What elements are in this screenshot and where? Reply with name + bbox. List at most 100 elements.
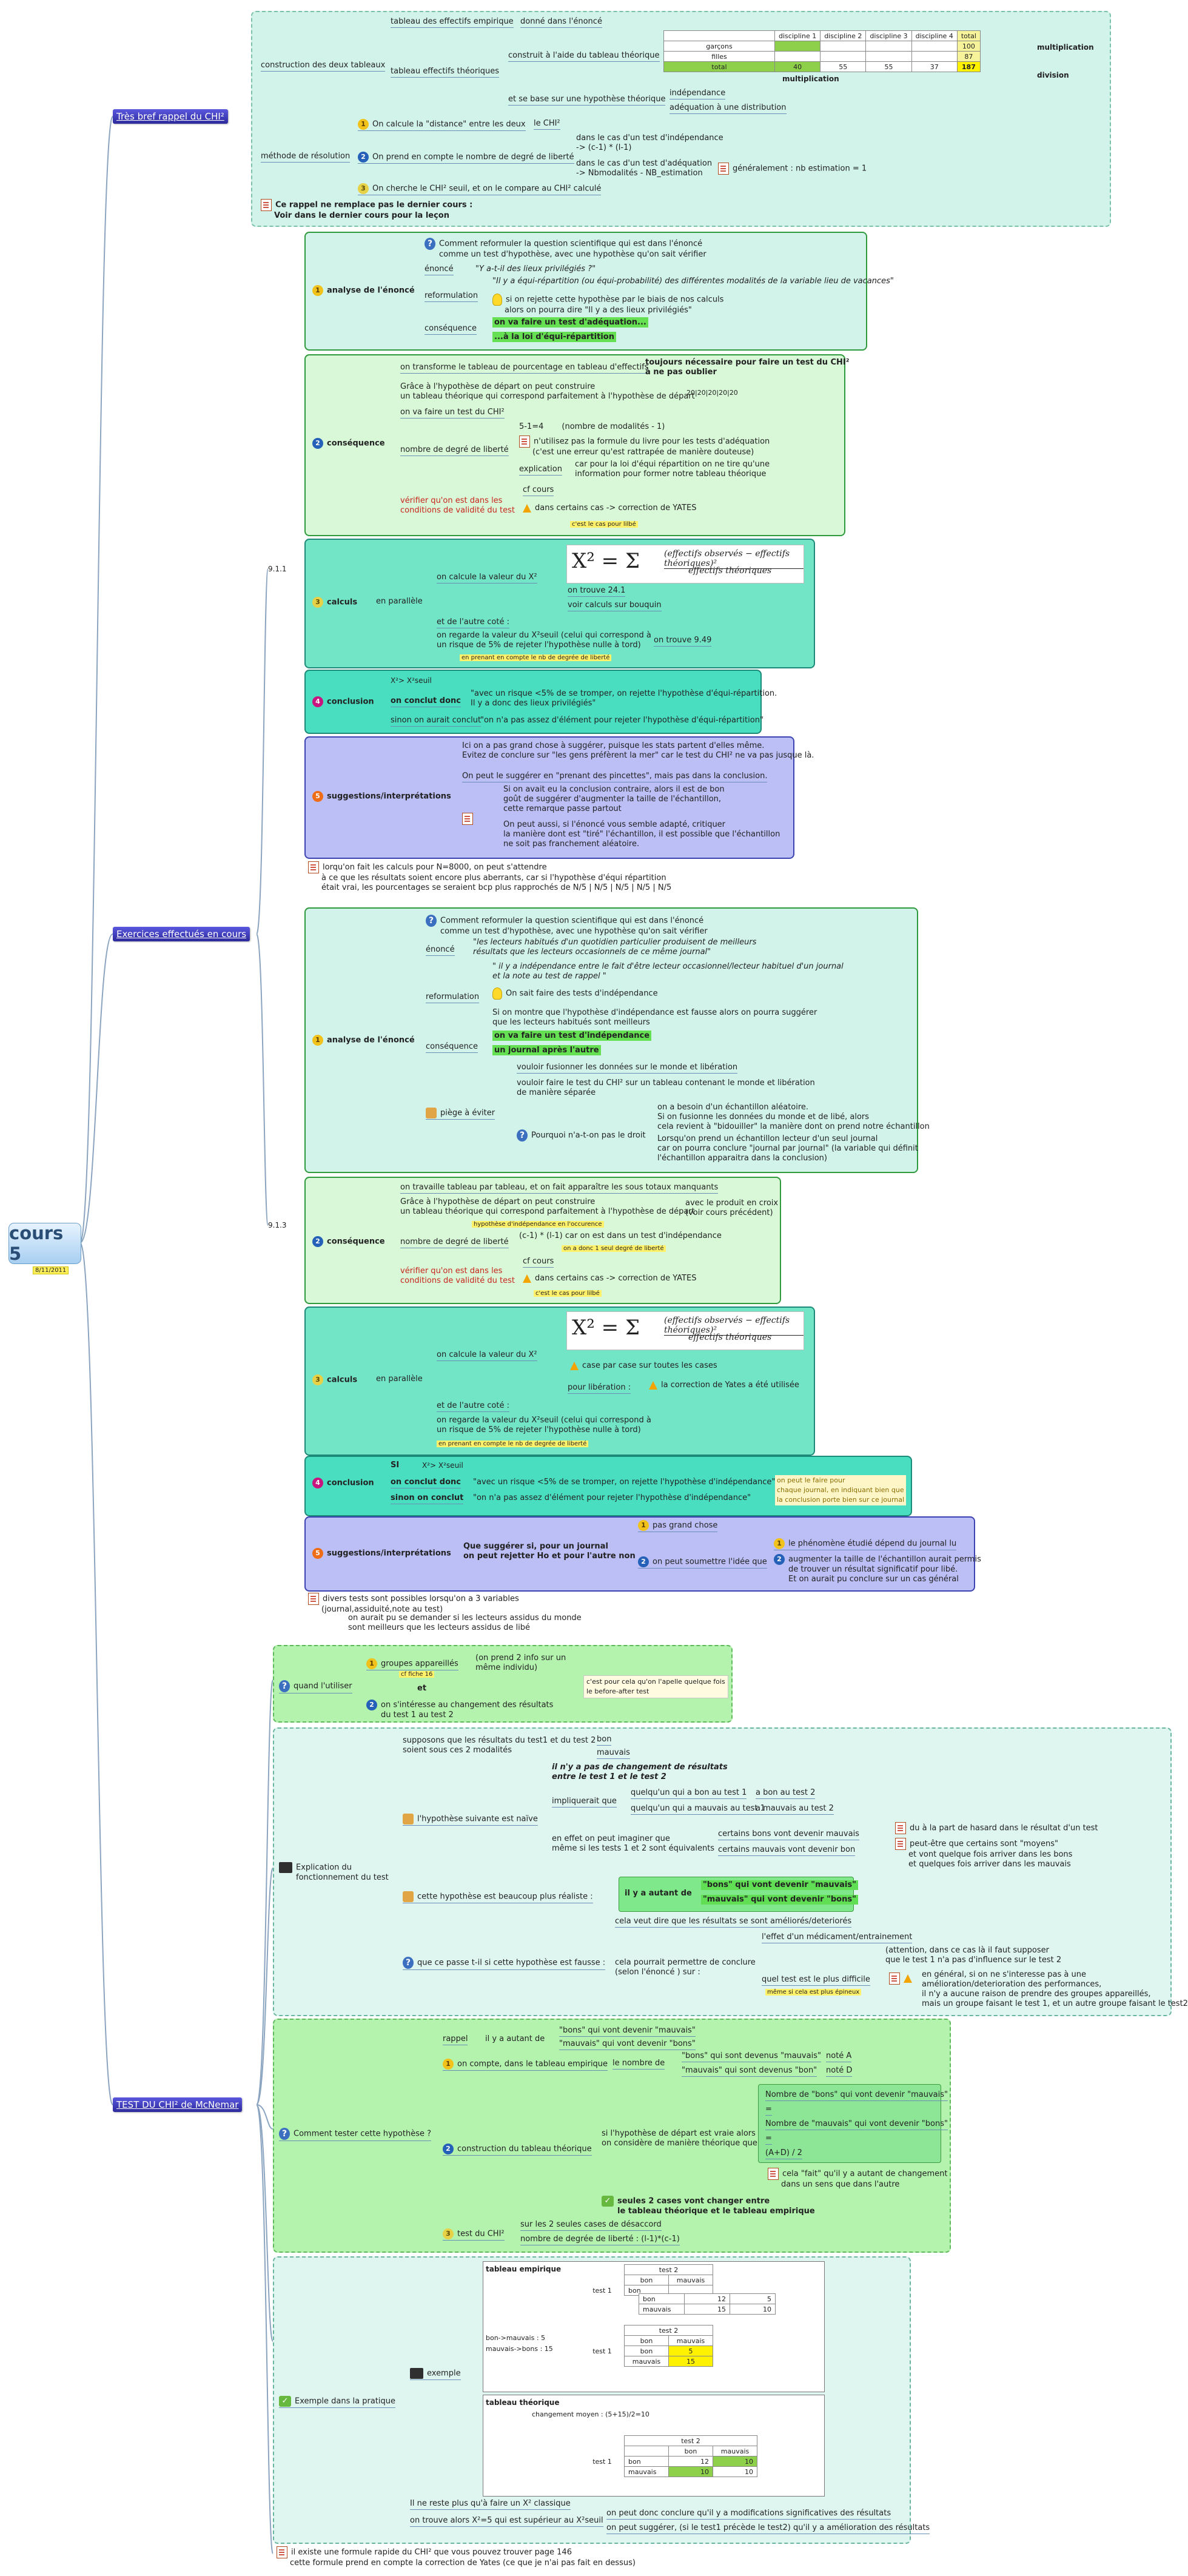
rappel-tab-emp[interactable]: tableau des effectifs empirique: [391, 17, 514, 28]
mc-how[interactable]: ?Comment tester cette hypothèse ?: [279, 2128, 432, 2141]
ex1-analyse-q: ?Comment reformuler la question scientif…: [425, 238, 706, 260]
ex2-reform[interactable]: reformulation: [426, 992, 480, 1003]
ex1-c5c: cf cours: [523, 485, 554, 496]
ex1-concl-c[interactable]: sinon on aurait conclut: [391, 716, 482, 727]
section-mcnemar[interactable]: TEST DU CHI² de McNemar: [113, 2097, 243, 2112]
ex1-conseq[interactable]: conséquence: [425, 324, 477, 335]
question-icon: ?: [517, 1129, 528, 1142]
ex2-c2[interactable]: Grâce à l'hypothèse de départ on peut co…: [400, 1197, 695, 1216]
mc-e4[interactable]: ?que ce passe t-il si cette hypothèse es…: [403, 1957, 606, 1970]
mc-x2[interactable]: on trouve alors X²=5 qui est supérieur a…: [410, 2516, 603, 2527]
ex2-calc3[interactable]: on regarde la valeur du X²seuil (celui q…: [437, 1416, 651, 1434]
ex1-c2[interactable]: Grâce à l'hypothèse de départ on peut co…: [400, 382, 695, 401]
rappel-construction[interactable]: construction des deux tableaux: [261, 61, 386, 72]
mc-exemple-title[interactable]: ✓Exemple dans la pratique: [279, 2396, 395, 2408]
question-icon: ?: [426, 915, 437, 927]
ex2-enonce[interactable]: énoncé: [426, 945, 455, 956]
ex1-enonce[interactable]: énoncé: [425, 264, 454, 275]
mc-exemple[interactable]: exemple: [410, 2368, 461, 2380]
mc-e4d: (attention, dans ce cas là il faut suppo…: [885, 1946, 1062, 1965]
ex1-c4[interactable]: nombre de degré de liberté: [400, 445, 509, 456]
question-icon: ?: [425, 238, 435, 250]
check-icon: ✓: [602, 2196, 614, 2207]
ex1-calc3[interactable]: on regarde la valeur du X²seuil (celui q…: [437, 631, 651, 650]
box-icon: [403, 1891, 414, 1902]
ex2-p1: vouloir fusionner les données sur le mon…: [517, 1063, 738, 1074]
rappel-methode[interactable]: méthode de résolution: [261, 152, 351, 163]
ex1-concl-b[interactable]: on conclut donc: [391, 696, 461, 707]
ex2-conseq[interactable]: conséquence: [426, 1042, 478, 1053]
ex1-analyse-box: [304, 232, 867, 351]
ex2-piege[interactable]: piège à éviter: [426, 1108, 495, 1120]
mc-h2g: (A+D) / 2: [765, 2148, 802, 2159]
warning-icon: [570, 1361, 579, 1370]
ex1-calc1[interactable]: on calcule la valeur du X²: [437, 573, 537, 583]
mc-chg: changement moyen : (5+15)/2=10: [532, 2410, 649, 2418]
section-rappel[interactable]: Très bref rappel du CHI²: [113, 109, 228, 124]
ex2-concl-b[interactable]: on conclut donc: [391, 1478, 461, 1488]
mc-e2b2: quelqu'un qui a mauvais au test 1: [631, 1804, 765, 1815]
mc-e3[interactable]: cette hypothèse est beaucoup plus réalis…: [403, 1891, 593, 1903]
ex1-c4c[interactable]: explication: [519, 465, 562, 476]
ex1-sugg2: On peut le suggérer en "prenant des pinc…: [462, 772, 768, 782]
box-icon: [426, 1108, 437, 1118]
mc-h0a: il y a autant de: [485, 2034, 545, 2043]
ex1-label[interactable]: 9.1.1: [268, 565, 287, 573]
ex1-reform[interactable]: reformulation: [425, 291, 478, 302]
ex2-p4[interactable]: ?Pourquoi n'a-t-on pas le droit: [517, 1129, 646, 1142]
mc-e4f: [889, 1972, 916, 1985]
ex2-c2e: hypothèse d'indépendance en l'occurence: [472, 1219, 604, 1229]
ex2-concl-c[interactable]: sinon on conclut: [391, 1493, 464, 1504]
ex1-calc1a: on trouve 24.1: [568, 586, 626, 597]
section-exercices[interactable]: Exercices effectués en cours: [113, 927, 250, 941]
ex1-c1[interactable]: on transforme le tableau de pourcentage …: [400, 363, 649, 374]
note-icon: [889, 1972, 900, 1985]
note-icon: [519, 435, 530, 448]
ex2-calc1[interactable]: on calcule la valeur du X²: [437, 1350, 537, 1361]
ex2-c3[interactable]: nombre de degré de liberté: [400, 1237, 509, 1248]
mc-e4b: cela pourrait permettre de conclure(selo…: [615, 1958, 756, 1977]
ex2-calc1b: pour libération :: [568, 1383, 631, 1394]
mc-e3b: "bons" qui vont devenir "mauvais": [701, 1880, 858, 1890]
ex2-label[interactable]: 9.1.3: [268, 1221, 287, 1229]
rappel-tab-theo[interactable]: tableau effectifs théoriques: [391, 67, 500, 78]
ex2-concl-c2: "on n'a pas assez d'élément pour rejeter…: [473, 1493, 751, 1502]
ex2-c1[interactable]: on travaille tableau par tableau, et on …: [400, 1183, 719, 1194]
mc-e1c: bon: [597, 1735, 612, 1746]
ex2-c5e: c'est le cas pour lilbé: [534, 1288, 602, 1299]
central-topic[interactable]: cours 5: [8, 1223, 81, 1264]
mc-e2[interactable]: l'hypothèse suivante est naïve: [403, 1814, 538, 1826]
mc-e2b1: quelqu'un qui a bon au test 1: [631, 1788, 747, 1799]
note-icon: [277, 2546, 287, 2558]
ex1-endnote: lorqu'on fait les calculs pour N=8000, o…: [308, 861, 671, 893]
ex1-c5d: dans certains cas -> correction de YATES: [523, 503, 696, 513]
mc-quand[interactable]: ?quand l'utiliser: [279, 1680, 352, 1693]
ex1-c3[interactable]: on va faire un test du CHI²: [400, 408, 505, 419]
ex1-sugg4: On peut aussi, si l'énoncé vous semble a…: [503, 820, 780, 849]
ex2-p5: Lorsqu'on prend un échantillon lecteur d…: [657, 1134, 918, 1163]
mc-q-note: c'est pour cela qu'on l'apelle quelque f…: [583, 1675, 728, 1698]
mc-h0c: "mauvais" qui vont devenir "bons": [559, 2039, 696, 2050]
